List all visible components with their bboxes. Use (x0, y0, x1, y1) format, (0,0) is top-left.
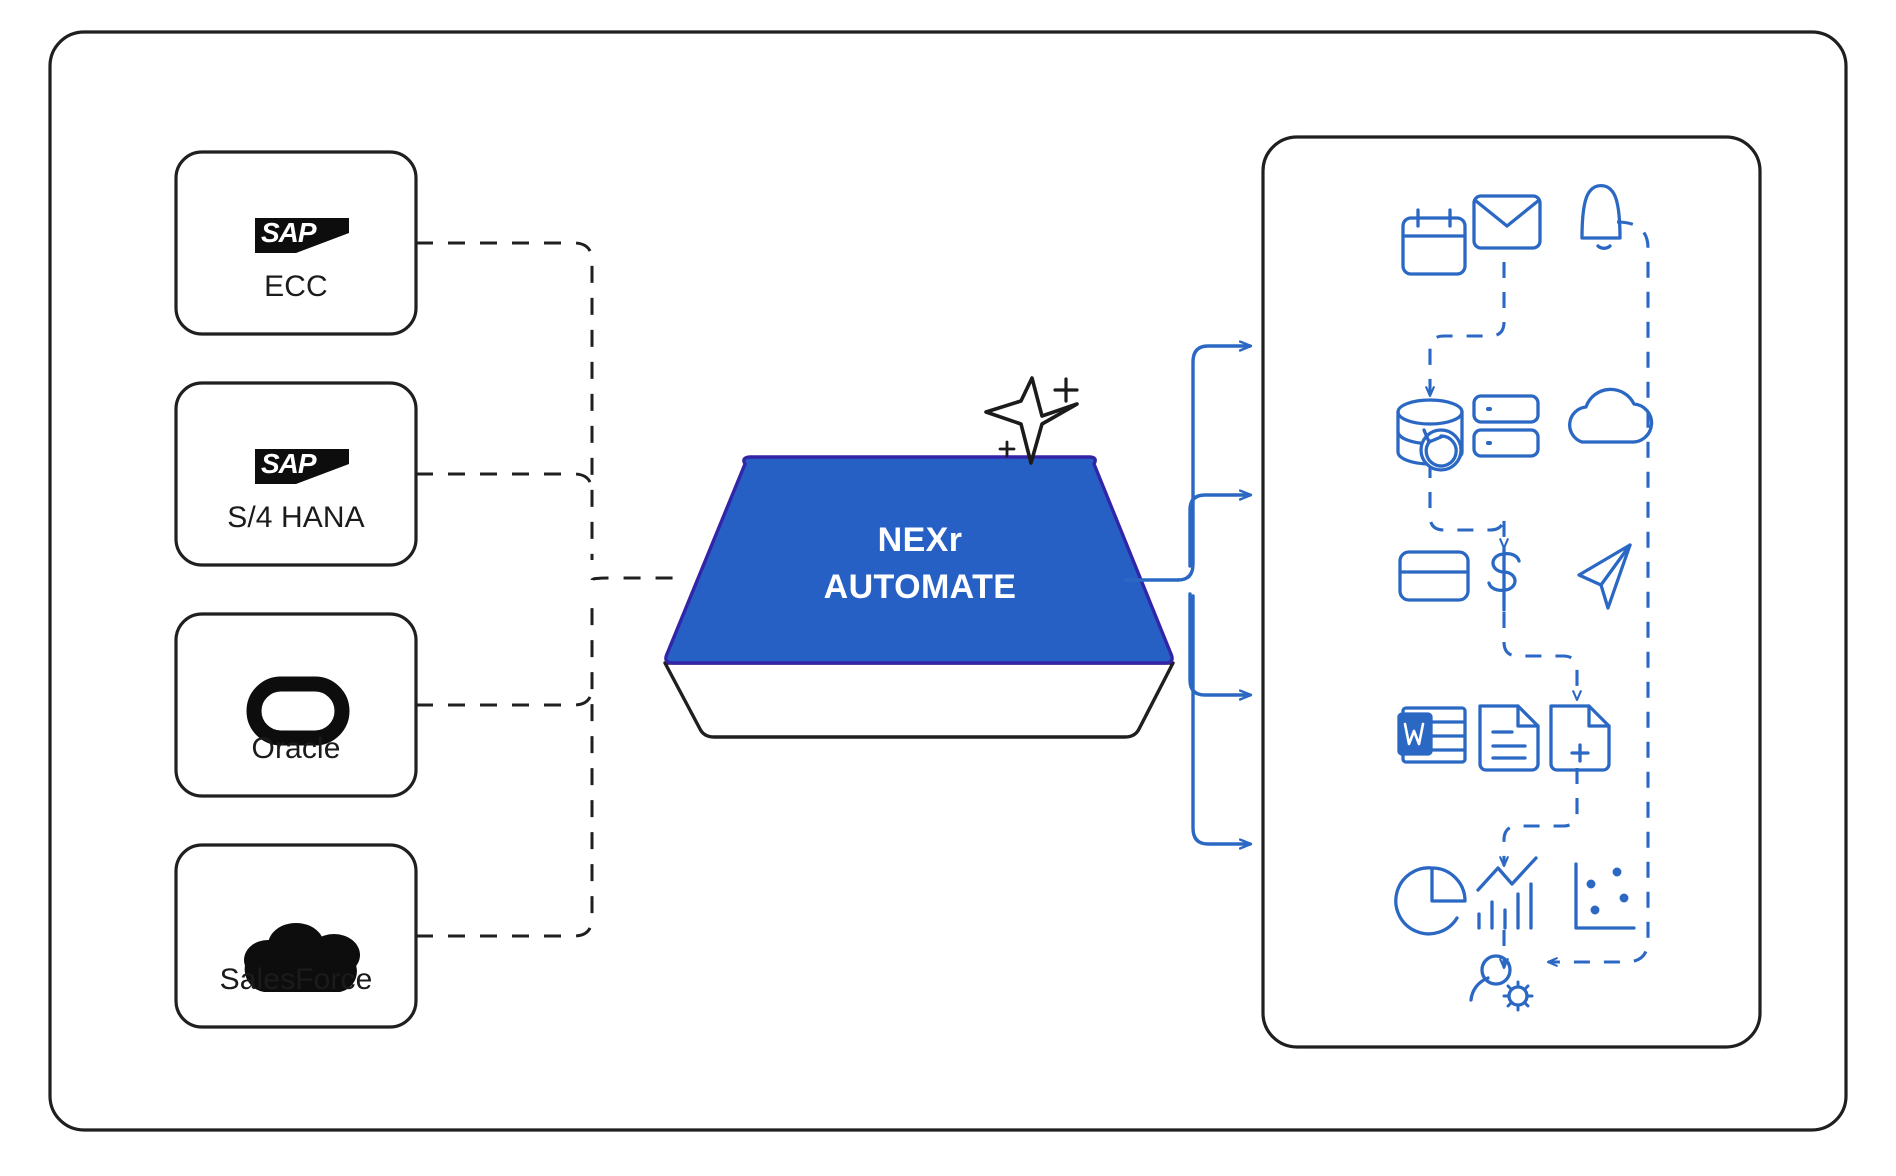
send-plane-icon (1577, 543, 1632, 610)
flow-dollar-to-document-add (1502, 612, 1582, 702)
flow-envelope-to-database (1425, 262, 1506, 398)
connector-salesforce (416, 600, 594, 938)
connector-trunk-to-hub (590, 576, 676, 581)
cloud-icon (1568, 387, 1654, 444)
bar-chart-trend-icon (1476, 856, 1538, 930)
dollar-sign-icon (1487, 546, 1521, 612)
source-connector-lines (416, 241, 676, 938)
output-panel (1261, 135, 1762, 1049)
connector-oracle (416, 686, 594, 707)
credit-card-icon (1398, 550, 1470, 602)
document-add-icon (1549, 704, 1611, 772)
flow-database-to-dollar (1428, 462, 1509, 550)
pie-chart-icon (1394, 866, 1467, 936)
sap-logo-icon-ecc (255, 218, 349, 253)
output-flow-lines (1425, 220, 1650, 970)
sap-logo-icon-s4hana (255, 449, 349, 484)
bell-icon (1580, 184, 1622, 250)
output-arrow-bus (1123, 346, 1250, 844)
hub-title-line2: AUTOMATE (823, 568, 1017, 606)
sparkle-icon (984, 376, 1079, 465)
user-settings-icon (1469, 954, 1534, 1012)
oracle-logo-icon (246, 676, 350, 746)
connector-ecc (416, 241, 594, 560)
flow-bell-to-user-settings (1546, 220, 1650, 967)
hub-trapezoid[interactable] (664, 455, 1174, 665)
source-card-label-s4hana: S/4 HANA (227, 501, 365, 534)
server-stack-icon (1472, 394, 1540, 458)
ms-word-icon (1397, 706, 1467, 764)
hub-base-shape (663, 661, 1175, 739)
source-card-label-oracle: Oracle (251, 732, 341, 765)
source-card-label-salesforce: SalesForce (219, 963, 373, 996)
database-restore-icon (1396, 398, 1464, 472)
source-card-label-ecc: ECC (264, 270, 328, 303)
hub-title-line1: NEXr (877, 521, 963, 559)
source-card-oracle[interactable] (174, 612, 418, 798)
connector-s4hana (416, 472, 594, 493)
salesforce-logo-icon (244, 923, 360, 992)
scatter-plot-icon (1574, 862, 1636, 930)
document-text-icon (1478, 704, 1540, 772)
envelope-icon (1472, 194, 1542, 250)
calendar-icon (1401, 208, 1467, 276)
flow-document-add-to-chart (1499, 768, 1579, 868)
